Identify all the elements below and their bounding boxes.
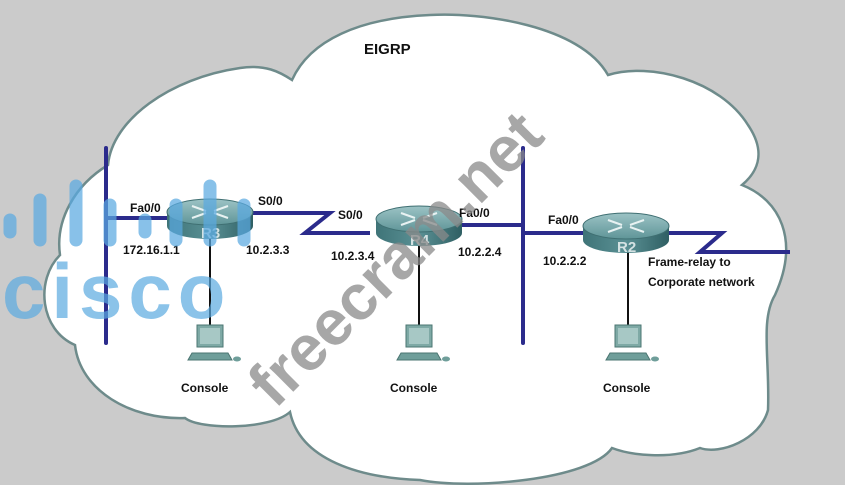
- console-pc-r4[interactable]: [396, 324, 450, 362]
- router-r4[interactable]: R4: [375, 205, 463, 249]
- frame-relay-link: [660, 231, 790, 254]
- cisco-logo-watermark: cisco: [2, 179, 251, 335]
- pc-icon: [187, 324, 241, 362]
- ip-label-r3-s: 10.2.3.3: [246, 243, 290, 257]
- router-name: R2: [617, 239, 636, 256]
- router-arrows-icon: [607, 219, 645, 233]
- router-arrows-icon: [400, 212, 438, 226]
- interface-label-r2-fa: Fa0/0: [548, 213, 579, 227]
- cisco-wordmark: cisco: [2, 247, 231, 335]
- pc-icon: [396, 324, 450, 362]
- console-pc-r2[interactable]: [605, 324, 659, 362]
- router-r2[interactable]: R2: [582, 212, 670, 256]
- diagram-title: EIGRP: [364, 41, 411, 58]
- console-pc-r3[interactable]: [187, 324, 241, 362]
- wan-label-line1: Frame-relay to: [648, 255, 731, 269]
- console-label: Console: [603, 381, 651, 395]
- ip-label-r3-fa: 172.16.1.1: [123, 243, 180, 257]
- interface-label-r3-fa: Fa0/0: [130, 201, 161, 215]
- serial-link-r3-r4: [245, 211, 370, 235]
- wan-label-line2: Corporate network: [648, 275, 755, 289]
- eigrp-cloud: [43, 13, 788, 485]
- interface-label-r4-fa: Fa0/0: [459, 206, 490, 220]
- interface-label-r3-s: S0/0: [258, 194, 283, 208]
- console-label: Console: [181, 381, 229, 395]
- ip-label-r4-fa: 10.2.2.4: [458, 245, 502, 259]
- cisco-bars-icon: [3, 179, 251, 247]
- console-label: Console: [390, 381, 438, 395]
- router-name: R4: [410, 232, 430, 249]
- ip-label-r4-s: 10.2.3.4: [331, 249, 375, 263]
- pc-icon: [605, 324, 659, 362]
- ip-label-r2-fa: 10.2.2.2: [543, 254, 587, 268]
- interface-label-r4-s: S0/0: [338, 208, 363, 222]
